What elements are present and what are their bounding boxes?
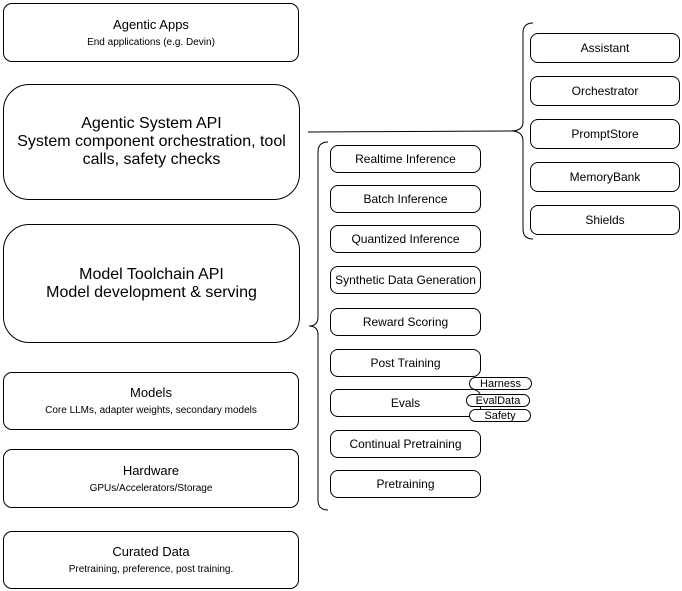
node-subtitle: Model development & serving — [46, 283, 257, 301]
node-title: Curated Data — [112, 544, 190, 559]
node-shields: Shields — [530, 205, 680, 235]
tag-harness: Harness — [469, 377, 532, 390]
node-label: Continual Pretraining — [349, 437, 462, 451]
node-hardware: Hardware GPUs/Accelerators/Storage — [3, 449, 299, 508]
tag-evaldata: EvalData — [466, 394, 530, 407]
node-label: Realtime Inference — [355, 152, 456, 166]
node-title: Hardware — [122, 462, 180, 478]
node-label: Assistant — [580, 41, 630, 55]
node-agentic-system-api: Agentic System API System component orch… — [3, 84, 300, 200]
node-orchestrator: Orchestrator — [530, 76, 680, 106]
node-subtitle: End applications (e.g. Devin) — [87, 36, 215, 48]
tag-label: Harness — [480, 377, 521, 390]
node-label: Pretraining — [376, 477, 435, 491]
node-label: Post Training — [370, 356, 441, 370]
node-subtitle: Core LLMs, adapter weights, secondary mo… — [45, 405, 257, 416]
agentic-bracket — [510, 22, 534, 240]
node-subtitle: GPUs/Accelerators/Storage — [89, 482, 213, 494]
node-batch-inference: Batch Inference — [330, 185, 481, 213]
system-api-connector-line — [307, 130, 512, 133]
node-reward-scoring: Reward Scoring — [330, 308, 481, 336]
node-title: Agentic System API — [81, 115, 222, 132]
node-label: Reward Scoring — [362, 315, 449, 329]
node-pretraining: Pretraining — [330, 470, 481, 498]
node-label: Batch Inference — [363, 192, 448, 206]
node-evals: Evals — [330, 389, 481, 417]
node-memorybank: MemoryBank — [530, 162, 680, 192]
node-continual-pretraining: Continual Pretraining — [330, 430, 481, 458]
node-title: Model Toolchain API — [79, 265, 224, 283]
node-subtitle: Pretraining, preference, post training. — [68, 564, 234, 575]
node-title: Models — [130, 385, 172, 400]
node-models: Models Core LLMs, adapter weights, secon… — [3, 372, 299, 430]
node-agentic-apps: Agentic Apps End applications (e.g. Devi… — [3, 3, 299, 62]
node-title: Agentic Apps — [113, 16, 189, 32]
tag-label: EvalData — [475, 394, 521, 407]
node-quantized-inference: Quantized Inference — [330, 225, 481, 253]
node-post-training: Post Training — [330, 349, 481, 377]
node-subtitle: System component orchestration, tool cal… — [17, 133, 286, 168]
node-label: Evals — [390, 396, 421, 410]
tag-label: Safety — [484, 409, 516, 422]
node-synthetic-data-generation: Synthetic Data Generation — [330, 266, 481, 294]
node-label: Shields — [585, 213, 625, 227]
node-label: MemoryBank — [569, 170, 641, 184]
node-assistant: Assistant — [530, 33, 680, 63]
node-promptstore: PromptStore — [530, 119, 680, 149]
node-label: Quantized Inference — [351, 232, 460, 246]
node-label: Orchestrator — [571, 84, 639, 98]
node-label: Synthetic Data Generation — [335, 273, 476, 287]
node-model-toolchain-api: Model Toolchain API Model development & … — [3, 224, 300, 343]
node-label: PromptStore — [571, 127, 639, 141]
tag-safety: Safety — [469, 409, 531, 422]
node-curated-data: Curated Data Pretraining, preference, po… — [3, 531, 299, 589]
node-realtime-inference: Realtime Inference — [330, 145, 481, 173]
toolchain-bracket — [308, 141, 329, 511]
